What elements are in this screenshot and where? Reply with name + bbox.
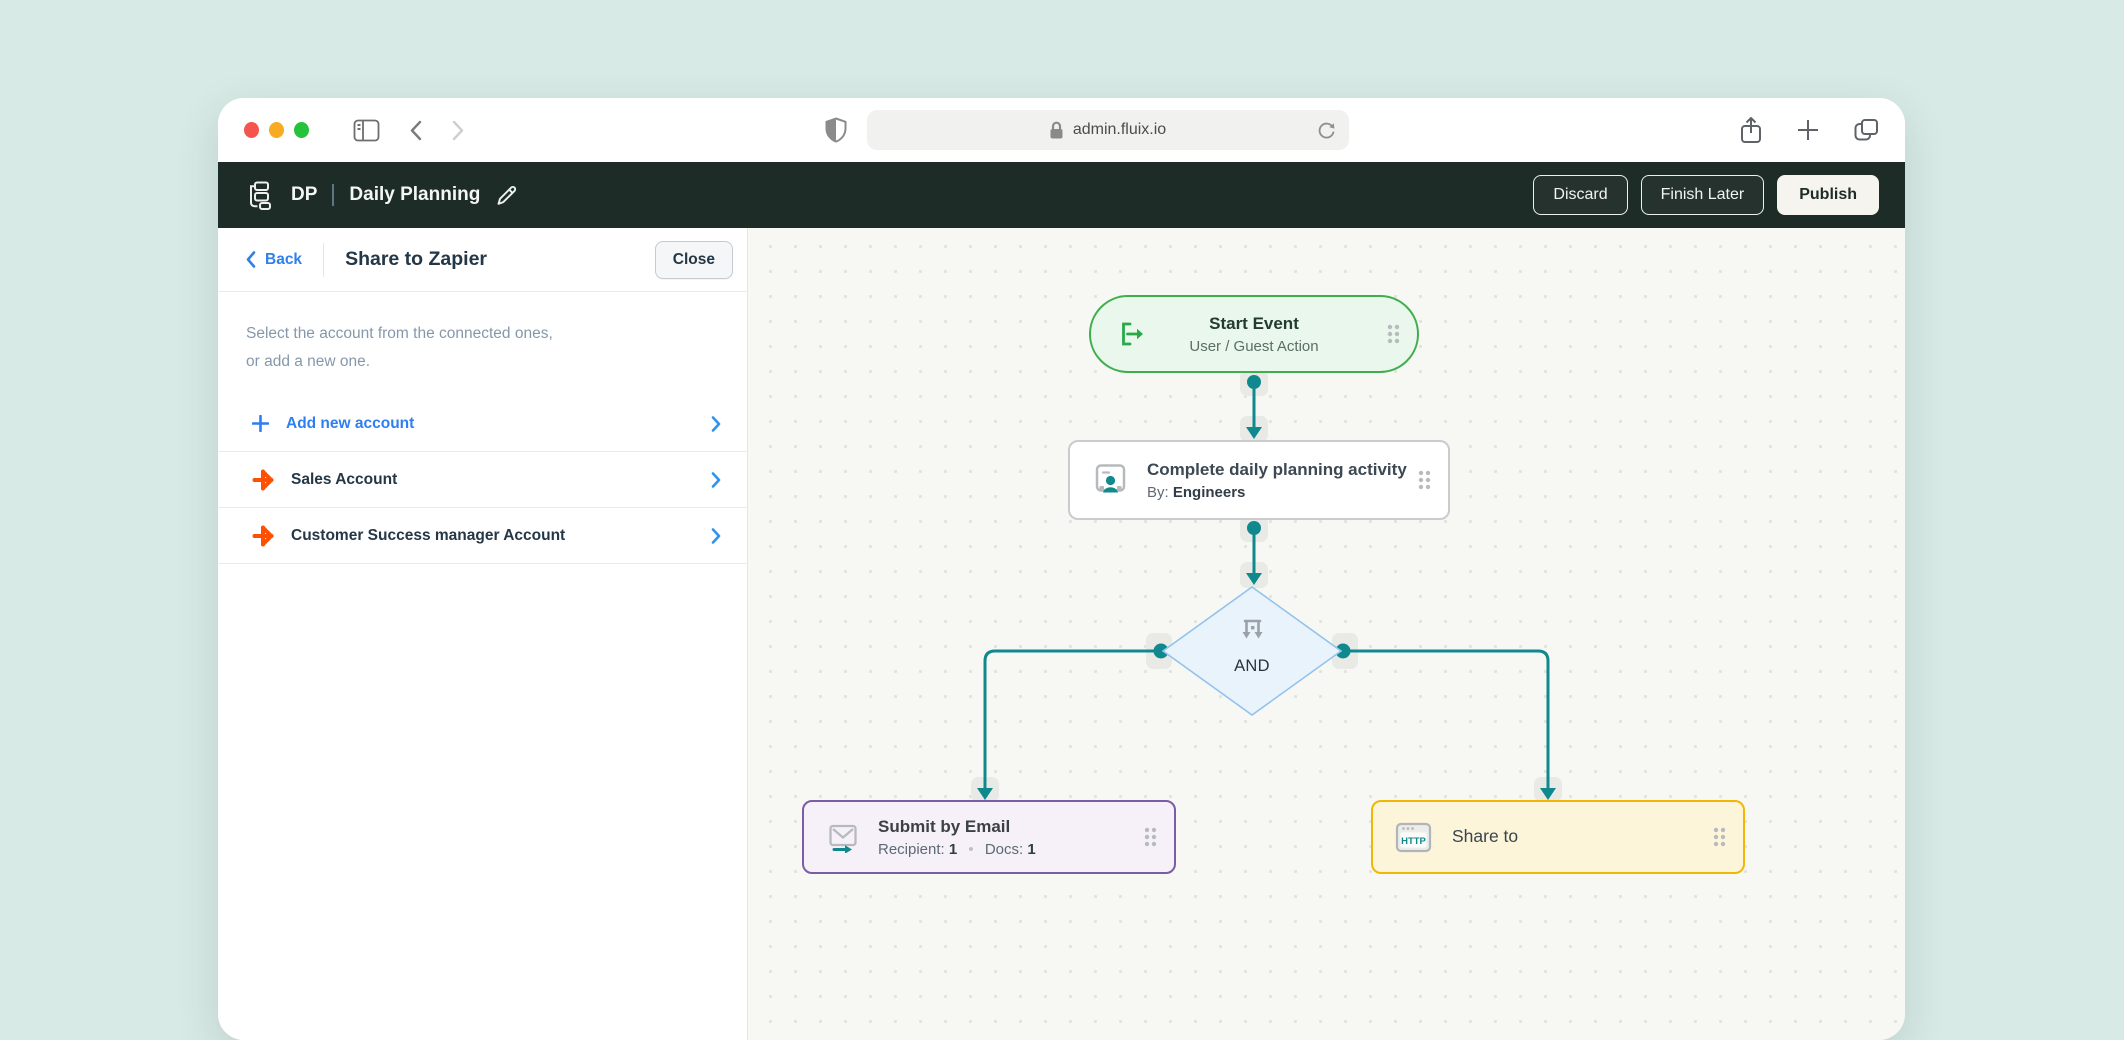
connector-gateway-to-share <box>1342 649 1550 790</box>
add-new-account-row[interactable]: Add new account <box>218 396 747 452</box>
email-submit-icon <box>829 824 857 853</box>
shield-icon <box>825 117 846 143</box>
arrowhead-icon <box>1540 788 1556 800</box>
docs-label: Docs: <box>984 840 1024 858</box>
account-label: Customer Success manager Account <box>291 526 566 544</box>
panel-title: Share to Zapier <box>345 248 488 270</box>
by-value: Engineers <box>1172 483 1246 501</box>
start-event-node[interactable]: Start Event User / Guest Action <box>1089 295 1419 373</box>
description-line-1: Select the account from the connected on… <box>246 325 553 342</box>
node-title: Submit by Email <box>878 817 1011 837</box>
publish-button[interactable]: Publish <box>1777 175 1879 215</box>
window-controls <box>244 122 309 138</box>
node-title: Complete daily planning activity <box>1147 460 1407 480</box>
drag-handle-icon[interactable] <box>1712 826 1727 848</box>
zapier-icon <box>252 525 274 547</box>
reload-button[interactable] <box>1316 119 1337 140</box>
http-icon-text: HTTP <box>1401 835 1426 846</box>
workflow-canvas[interactable]: AND Start Event User / Guest Action <box>748 228 1905 1040</box>
share-to-node[interactable]: HTTP Share to <box>1371 800 1745 874</box>
activity-node[interactable]: Complete daily planning activity By: Eng… <box>1068 440 1450 520</box>
meta-separator: • <box>968 840 974 858</box>
node-subtitle: User / Guest Action <box>1189 337 1319 355</box>
back-button[interactable] <box>410 120 422 141</box>
recipient-value: 1 <box>948 840 958 858</box>
minimize-window-button[interactable] <box>269 122 284 138</box>
main-content: Back Share to Zapier Close Select the ac… <box>218 228 1905 1040</box>
by-label: By: <box>1147 483 1169 501</box>
zapier-icon <box>252 469 274 491</box>
privacy-shield-button[interactable] <box>825 117 847 143</box>
share-icon <box>1741 117 1761 143</box>
header-divider <box>323 242 325 277</box>
recipient-label: Recipient: <box>878 840 945 858</box>
panel-header: Back Share to Zapier Close <box>218 228 747 292</box>
close-window-button[interactable] <box>244 122 259 138</box>
docs-value: 1 <box>1027 840 1036 858</box>
arrowhead-icon <box>1246 573 1262 585</box>
sidebar-icon <box>353 119 380 141</box>
share-to-zapier-panel: Back Share to Zapier Close Select the ac… <box>218 228 748 1040</box>
chevron-right-icon <box>711 471 721 488</box>
submit-by-email-node[interactable]: Submit by Email Recipient: 1 • Docs: 1 <box>802 800 1176 874</box>
back-label: Back <box>265 250 303 268</box>
reload-icon <box>1318 122 1334 139</box>
http-icon: HTTP <box>1395 822 1432 852</box>
account-row-customer-success[interactable]: Customer Success manager Account <box>218 508 747 564</box>
drag-handle-icon[interactable] <box>1143 826 1158 848</box>
add-new-account-label: Add new account <box>286 414 415 432</box>
node-title: Share to <box>1452 826 1519 847</box>
title-divider <box>332 184 335 206</box>
connector-gateway-to-email <box>983 649 1162 790</box>
chevron-right-icon <box>711 527 721 544</box>
panel-description: Select the account from the connected on… <box>246 320 719 376</box>
pencil-icon <box>497 185 517 205</box>
arrowhead-icon <box>977 788 993 800</box>
assignee-task-icon <box>1095 464 1126 493</box>
share-page-button[interactable] <box>1739 115 1763 145</box>
workflow-initials: DP <box>291 184 318 205</box>
lock-icon <box>1050 121 1063 139</box>
browser-toolbar: admin.fluix.io <box>218 98 1905 162</box>
description-line-2: or add a new one. <box>246 353 371 370</box>
discard-button[interactable]: Discard <box>1533 175 1628 215</box>
panel-back-button[interactable]: Back <box>246 251 302 269</box>
url-text: admin.fluix.io <box>1072 121 1167 138</box>
browser-window: admin.fluix.io <box>218 98 1905 1040</box>
and-gateway-node[interactable] <box>1161 586 1343 716</box>
new-tab-button[interactable] <box>1797 119 1819 141</box>
account-list: Add new account <box>218 396 747 564</box>
start-event-icon <box>1122 322 1143 346</box>
forward-button[interactable] <box>452 120 464 141</box>
tabs-icon <box>1854 118 1878 140</box>
workflow-icon <box>250 181 271 210</box>
app-header: DP Daily Planning Discard Finish Later P… <box>218 162 1905 228</box>
sidebar-toggle-button[interactable] <box>353 119 380 142</box>
port-dot <box>1247 521 1261 535</box>
plus-icon <box>252 415 269 432</box>
forward-chevron-icon <box>452 120 464 140</box>
tab-overview-button[interactable] <box>1853 118 1879 143</box>
drag-handle-icon[interactable] <box>1417 469 1432 491</box>
chevron-right-icon <box>711 415 721 432</box>
account-row-sales[interactable]: Sales Account <box>218 452 747 508</box>
rename-workflow-button[interactable] <box>494 183 519 208</box>
account-label: Sales Account <box>291 470 398 488</box>
back-chevron-icon <box>410 120 422 140</box>
plus-icon <box>1798 120 1818 140</box>
workflow-title: Daily Planning <box>349 184 481 205</box>
zoom-window-button[interactable] <box>294 122 309 138</box>
port-dot <box>1247 375 1261 389</box>
drag-handle-icon[interactable] <box>1386 323 1401 345</box>
panel-close-button[interactable]: Close <box>654 240 733 279</box>
arrowhead-icon <box>1246 427 1262 439</box>
node-title: Start Event <box>1209 314 1299 334</box>
address-bar[interactable]: admin.fluix.io <box>866 110 1349 150</box>
back-chevron-icon <box>246 251 256 268</box>
finish-later-button[interactable]: Finish Later <box>1640 175 1765 215</box>
